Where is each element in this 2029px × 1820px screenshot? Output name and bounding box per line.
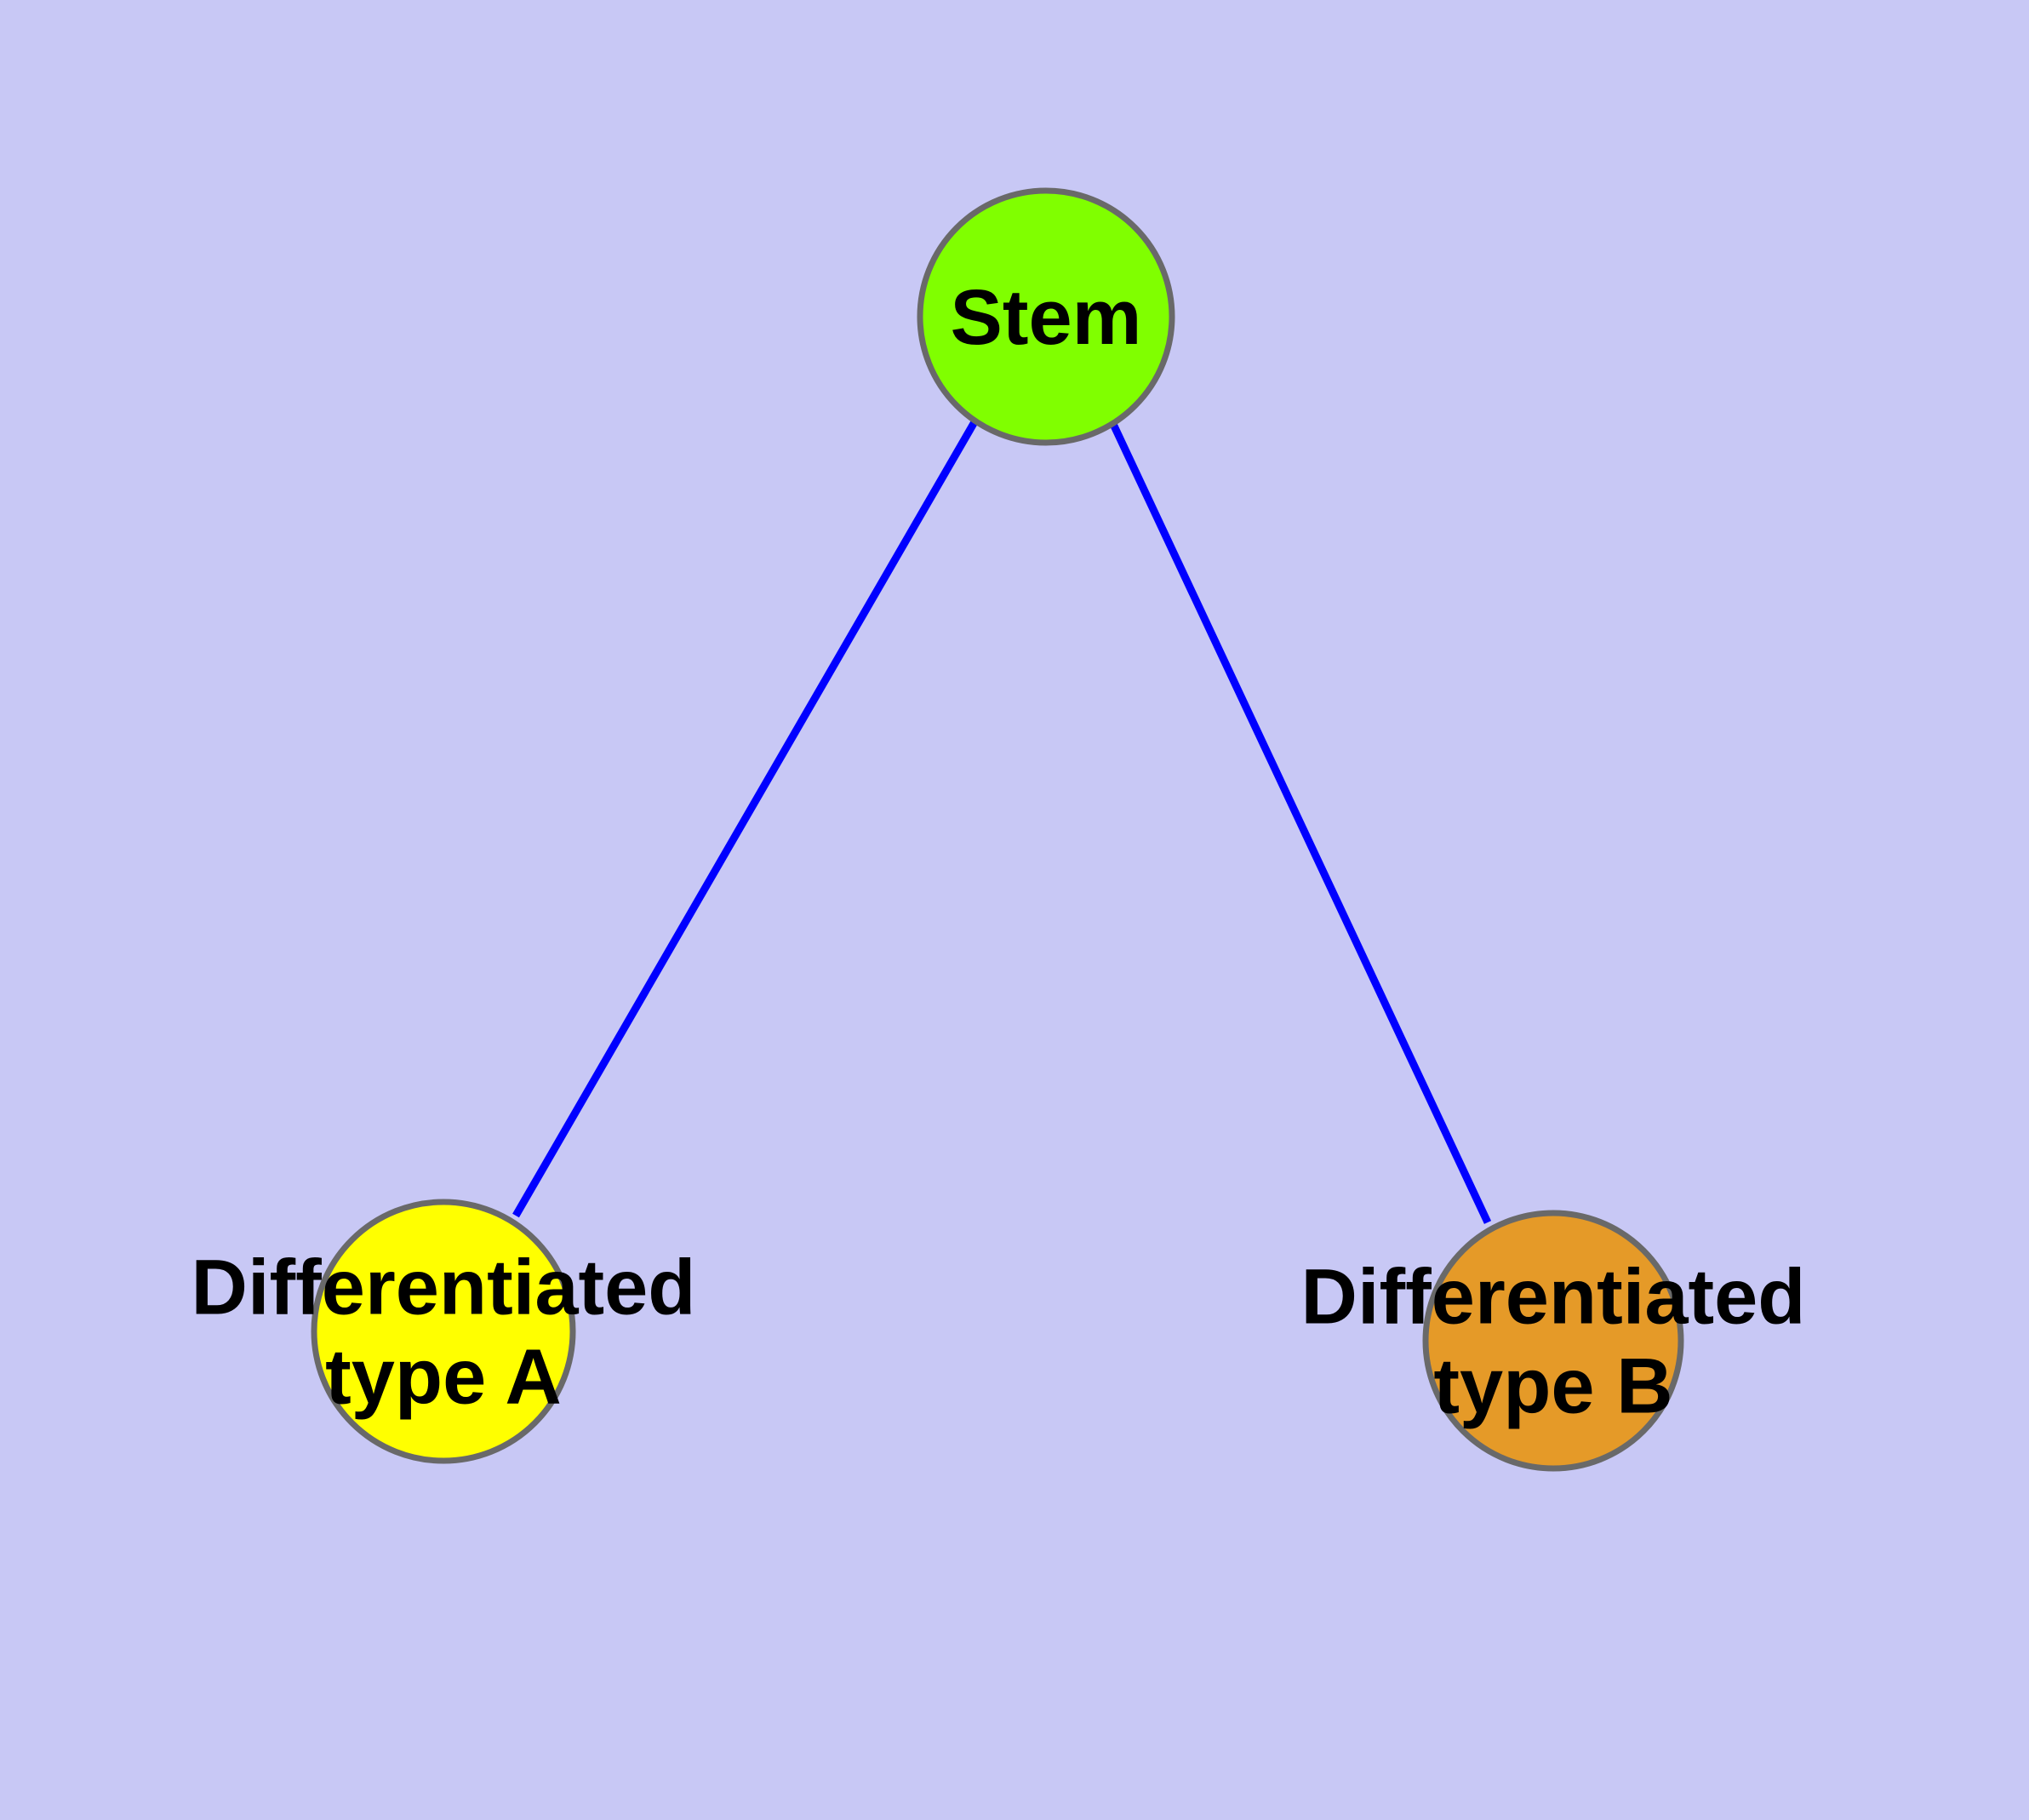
edges-group bbox=[512, 418, 1492, 1224]
node-label-line: Differentiated bbox=[191, 1245, 696, 1331]
node-stem[interactable]: Stem bbox=[917, 187, 1175, 446]
edge-stem-to-diff-b[interactable] bbox=[1108, 421, 1492, 1224]
node-differentiated-type-a-circle[interactable] bbox=[311, 1199, 576, 1464]
node-stem-label: Stem bbox=[951, 274, 1142, 361]
node-label-line: type A bbox=[325, 1334, 562, 1421]
node-differentiated-type-b-circle[interactable] bbox=[1422, 1210, 1684, 1472]
node-stem-circle[interactable] bbox=[917, 187, 1175, 446]
node-label-line: type B bbox=[1433, 1343, 1672, 1430]
node-label-line: Stem bbox=[951, 274, 1142, 361]
edge-stem-to-diff-a[interactable] bbox=[512, 418, 979, 1218]
node-label-line: Differentiated bbox=[1301, 1254, 1806, 1341]
